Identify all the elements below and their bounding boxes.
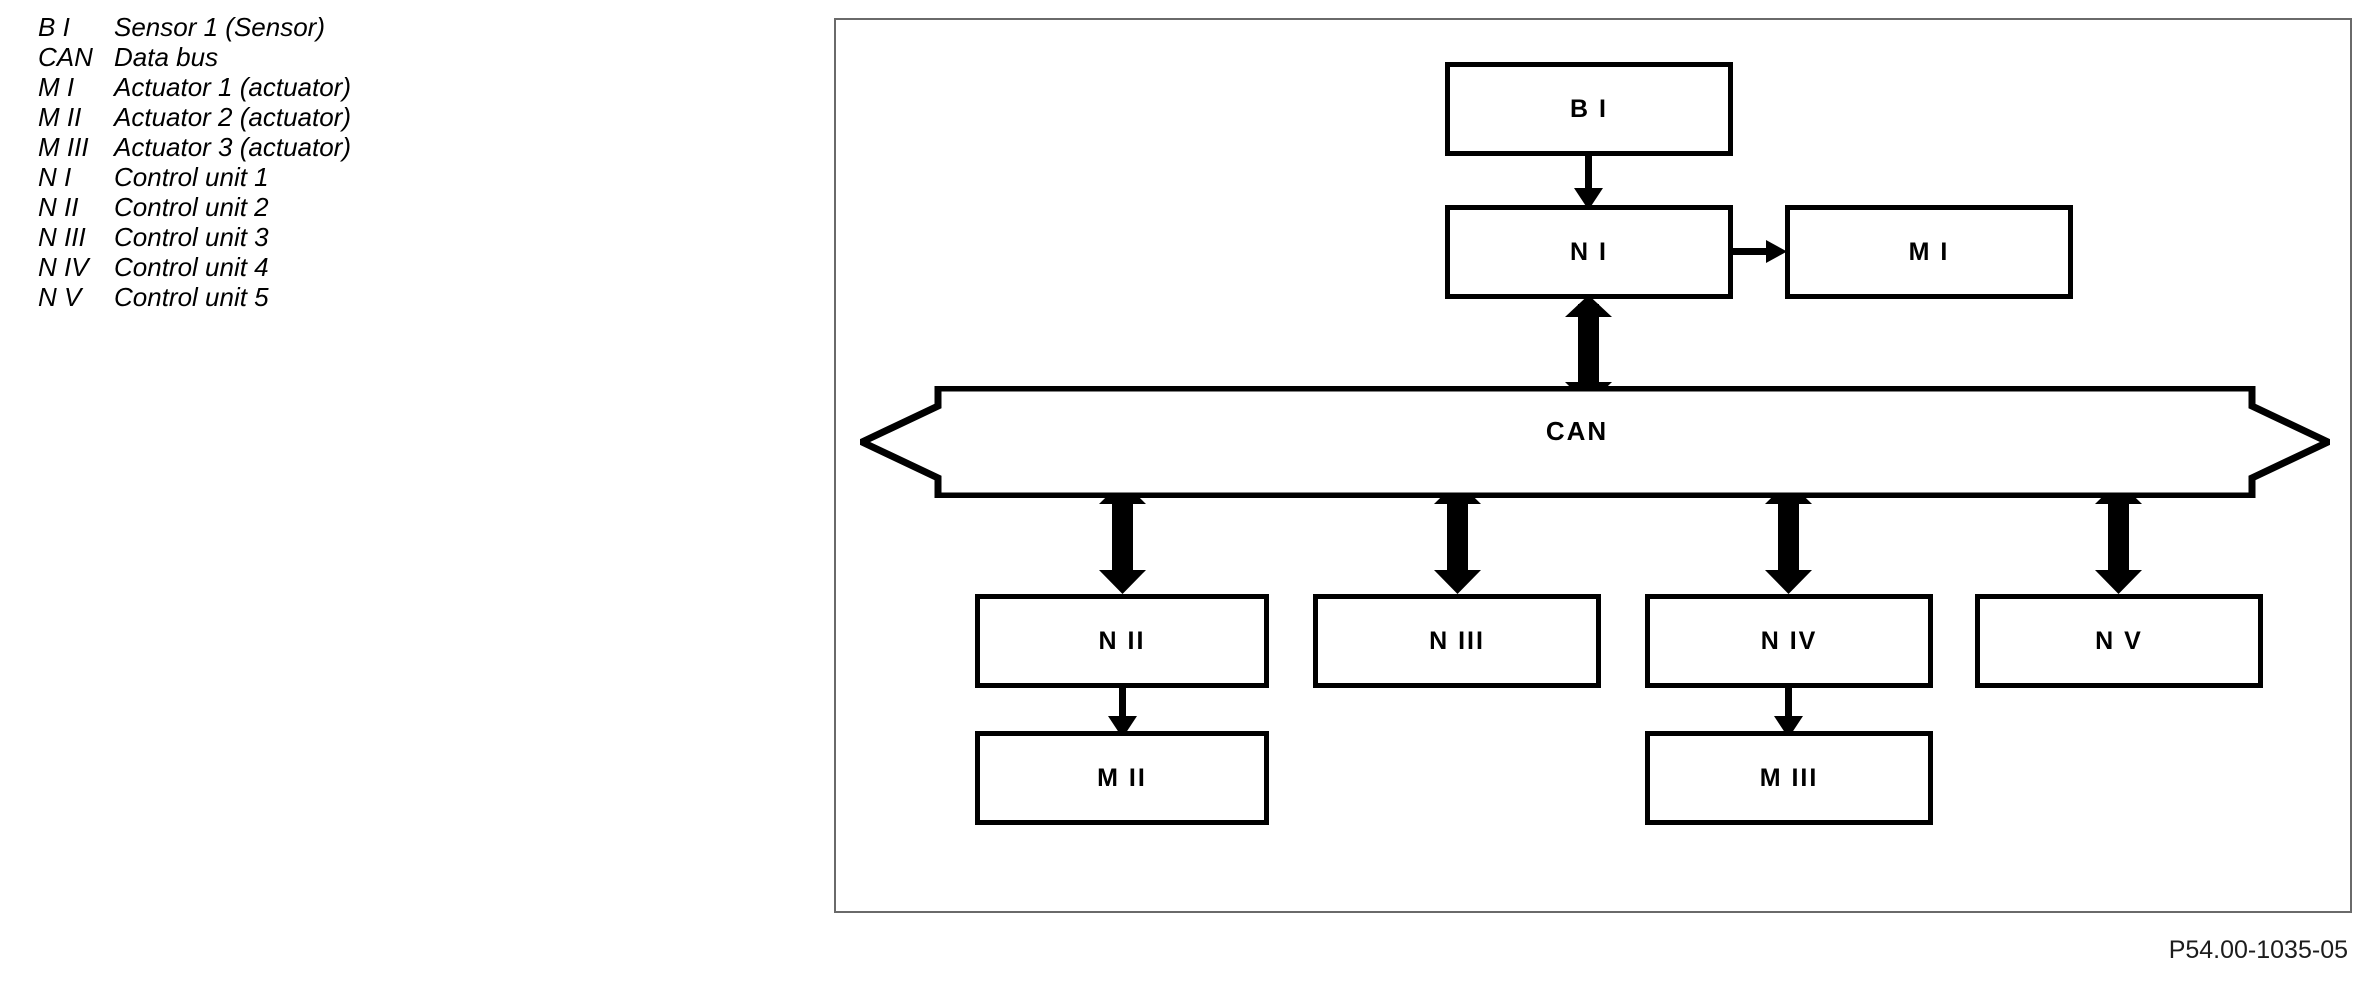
legend-item-code: M II bbox=[38, 102, 82, 132]
legend-item-description: Control unit 2 bbox=[114, 192, 269, 222]
node-niv[interactable]: N IV bbox=[1645, 594, 1933, 688]
legend-item-code: M I bbox=[38, 72, 75, 102]
node-niii[interactable]: N III bbox=[1313, 594, 1601, 688]
node-nii[interactable]: N II bbox=[975, 594, 1269, 688]
legend-item-description: Actuator 2 (actuator) bbox=[114, 102, 351, 132]
figure-reference-code: P54.00-1035-05 bbox=[2168, 936, 2348, 964]
arrow-bi-to-ni bbox=[1574, 156, 1603, 210]
node-nv[interactable]: N V bbox=[1975, 594, 2263, 688]
legend-item: M I Actuator 1 (actuator) bbox=[38, 72, 798, 102]
legend-item: CAN Data bus bbox=[38, 42, 798, 72]
legend-item: N II Control unit 2 bbox=[38, 192, 798, 222]
legend-item-description: Data bus bbox=[114, 42, 219, 72]
legend-item-description: Control unit 4 bbox=[114, 252, 269, 282]
legend-item: N IV Control unit 4 bbox=[38, 252, 798, 282]
legend-item: N I Control unit 1 bbox=[38, 162, 798, 192]
legend-item: B I Sensor 1 (Sensor) bbox=[38, 12, 798, 42]
legend-item-code: N II bbox=[38, 192, 79, 222]
legend-list: B I Sensor 1 (Sensor) CAN Data bus M I A… bbox=[38, 12, 798, 312]
legend-item-code: CAN bbox=[38, 42, 93, 72]
legend-item-description: Control unit 1 bbox=[114, 162, 269, 192]
legend-item-code: B I bbox=[38, 12, 70, 42]
diagram-frame: CAN B I N I M I N II N III N IV N V M II… bbox=[834, 18, 2352, 913]
arrow-ni-to-mi bbox=[1733, 240, 1787, 263]
legend-item-code: N I bbox=[38, 162, 72, 192]
node-mii[interactable]: M II bbox=[975, 731, 1269, 825]
legend-item-code: N III bbox=[38, 222, 86, 252]
legend-item-description: Control unit 5 bbox=[114, 282, 269, 312]
can-bus-shape bbox=[860, 386, 2330, 498]
legend-item-description: Actuator 1 (actuator) bbox=[114, 72, 351, 102]
node-mi[interactable]: M I bbox=[1785, 205, 2073, 299]
legend-item-description: Control unit 3 bbox=[114, 222, 269, 252]
legend-item: M III Actuator 3 (actuator) bbox=[38, 132, 798, 162]
legend-item-code: M III bbox=[38, 132, 89, 162]
legend-item: M II Actuator 2 (actuator) bbox=[38, 102, 798, 132]
legend-item-description: Sensor 1 (Sensor) bbox=[114, 12, 325, 42]
legend-item: N III Control unit 3 bbox=[38, 222, 798, 252]
legend-item: N V Control unit 5 bbox=[38, 282, 798, 312]
legend-item-code: N V bbox=[38, 282, 82, 312]
node-bi[interactable]: B I bbox=[1445, 62, 1733, 156]
can-bus-label: CAN bbox=[1545, 416, 1609, 446]
legend-item-code: N IV bbox=[38, 252, 89, 282]
node-miii[interactable]: M III bbox=[1645, 731, 1933, 825]
node-ni[interactable]: N I bbox=[1445, 205, 1733, 299]
legend-item-description: Actuator 3 (actuator) bbox=[114, 132, 351, 162]
